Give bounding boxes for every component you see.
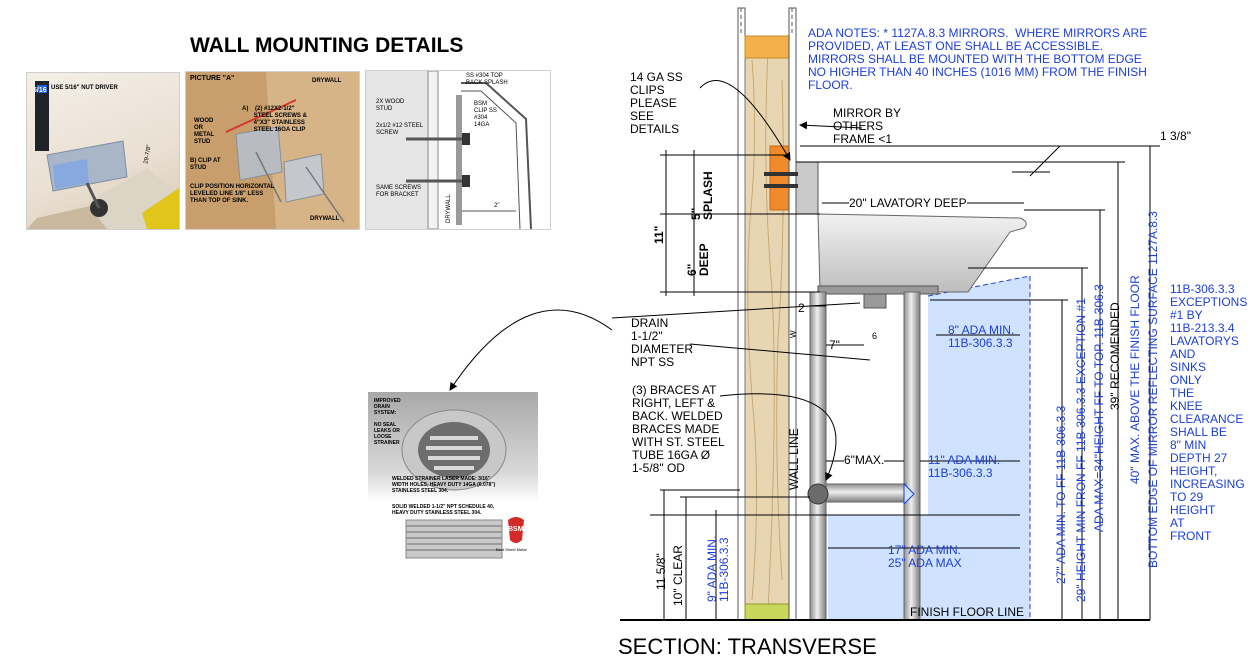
drain-photo: IMPROVED DRAIN SYSTEM: NO SEAL LEAKS OR … (368, 392, 538, 570)
picture-a-photo: PICTURE "A" DRYWALL WOOD OR METAL STUD A… (185, 71, 360, 230)
section-title: SECTION: TRANSVERSE (618, 634, 877, 659)
front-leg (903, 291, 921, 621)
dim-34-ada-max: ADA MAX=34"HEIGHT FF TO TOP. 11B-306.3 (1092, 284, 1106, 532)
drywall-label-bottom: DRYWALL (310, 216, 340, 222)
finish-floor-label: FINISH FLOOR LINE (910, 605, 1025, 619)
stud-label: WOOD OR METAL STUD (194, 118, 215, 145)
drain-note: DRAIN 1-1/2" DIAMETER NPT SS (631, 316, 694, 369)
dim-5-splash: 5" SPLASH (689, 171, 715, 220)
dim-ada-11: 11" ADA MIN. 11B-306.3.3 (928, 453, 1001, 480)
braces-note: (3) BRACES AT RIGHT, LEFT & BACK. WELDED… (632, 383, 725, 475)
welded-strainer-note: WELDED STRAINER LASER MADE: 3/16" WIDTH … (392, 476, 496, 494)
dim-7: 7" (829, 338, 840, 352)
brand-logo-sub: Best Sheet Metal (496, 547, 527, 552)
dim-11-5-8: 11 5/8" (654, 553, 668, 590)
dim-11: 11" (652, 225, 666, 244)
nut-driver-photo: 5/16 USE 5/16" NUT DRIVER 29-7/8" (26, 72, 180, 230)
wood-stud (744, 35, 790, 621)
drain-outlet (863, 293, 887, 309)
screw-label: 2x1/2 #12 STEEL SCREW (376, 123, 424, 136)
same-screws-label: SAME SCREWS FOR BRACKET (376, 185, 422, 198)
section-sketch: SS #304 TOP BACK SPLASH 2X WOOD STUD 2x1… (365, 70, 551, 230)
dim-mirror-bottom: BOTTOM EDGE OF MIRROR REFLECTING SURFACE… (1146, 211, 1160, 568)
splash-section-drawing (366, 71, 532, 229)
solid-welded-note: SOLID WELDED 1-1/2" NPT SCHEDULE 40, HEA… (392, 504, 495, 516)
drywall-label-top: DRYWALL (312, 78, 342, 84)
nut-driver-illustration (27, 81, 179, 229)
dim-27-ada: 27" ADA MIN. TO FF 11B-306.3.3 (1054, 405, 1068, 584)
dim-10-clear: 10" CLEAR (671, 545, 685, 606)
improved-drain-label: IMPROVED DRAIN SYSTEM: (374, 398, 401, 416)
clip-label: BSM CLIP SS #304 14GA (474, 101, 497, 128)
dim-6-max: 6"MAX. (844, 453, 885, 467)
knee-clearance-zone (928, 276, 1030, 620)
drywall (788, 7, 797, 621)
backsplash-label: SS #304 TOP BACK SPLASH (466, 73, 508, 86)
dim-lavatory-deep: 20" LAVATORY DEEP (849, 196, 967, 210)
page-title: WALL MOUNTING DETAILS (190, 34, 464, 57)
dim-ada-8: 8" ADA MIN. 11B-306.3.3 (948, 323, 1015, 350)
dim-ada-9: 9" ADA MIN. 11B-306.3.3 (705, 535, 731, 602)
cross-brace (825, 483, 907, 503)
stud-clip-illustration (186, 72, 359, 229)
dim-6-small: 6 (872, 331, 878, 341)
ada-mirror-note: ADA NOTES: * 1127A.8.3 MIRRORS. WHERE MI… (808, 26, 1148, 92)
drain-strainer-illustration (401, 409, 524, 559)
two-inch-dim: 2" (494, 203, 500, 209)
wood-stud-label: 2X WOOD STUD (376, 99, 405, 112)
exceptions-note: 11B-306.3.3 EXCEPTIONS #1 BY 11B-213.3.4… (1170, 282, 1248, 543)
dim-ada-17: 17" ADA MIN. 25" ADA MAX (888, 543, 962, 570)
brand-logo: BSM (508, 526, 524, 533)
wall-edge (737, 7, 746, 621)
dim-6-deep: 6" DEEP (685, 243, 711, 276)
driver-note: USE 5/16" NUT DRIVER (51, 85, 118, 91)
dim-39-recomended: 39" RECOMENDED (1108, 302, 1122, 410)
dim-2: 2 (798, 301, 805, 315)
clips-note: 14 GA SS CLIPS PLEASE SEE DETAILS (630, 70, 683, 136)
backsplash (795, 161, 819, 215)
dim-40-max: 40" MAX. ABOVE THE FINISH FLOOR (1128, 275, 1142, 484)
clip-note-b: B) CLIP AT STUD (190, 158, 221, 171)
rear-leg (809, 291, 827, 621)
wall-w-label: W (789, 330, 798, 338)
mirror-note: MIRROR BY OTHERS FRAME <1 (833, 106, 902, 146)
picture-a-title: PICTURE "A" (190, 75, 235, 82)
dim-1-3-8: 1 3/8" (1160, 129, 1191, 143)
clip-note-a: A) (2) #12X2-1/2" STEEL SCREWS & 4"X3" S… (242, 106, 307, 133)
dim-29-height: 29" HEIGHT MIN FRON FF 11B-306.3.3 EXCEP… (1074, 298, 1088, 602)
no-seal-label: NO SEAL LEAKS OR LOOSE STRAINER (374, 422, 400, 446)
sink-bowl (817, 213, 1027, 293)
clip-position-note: CLIP POSITION HORIZONTAL LEVELED LINE 1/… (190, 184, 275, 204)
wall-line-label: WALL LINE (787, 428, 801, 490)
bit-size-label: 5/16 (33, 87, 47, 94)
